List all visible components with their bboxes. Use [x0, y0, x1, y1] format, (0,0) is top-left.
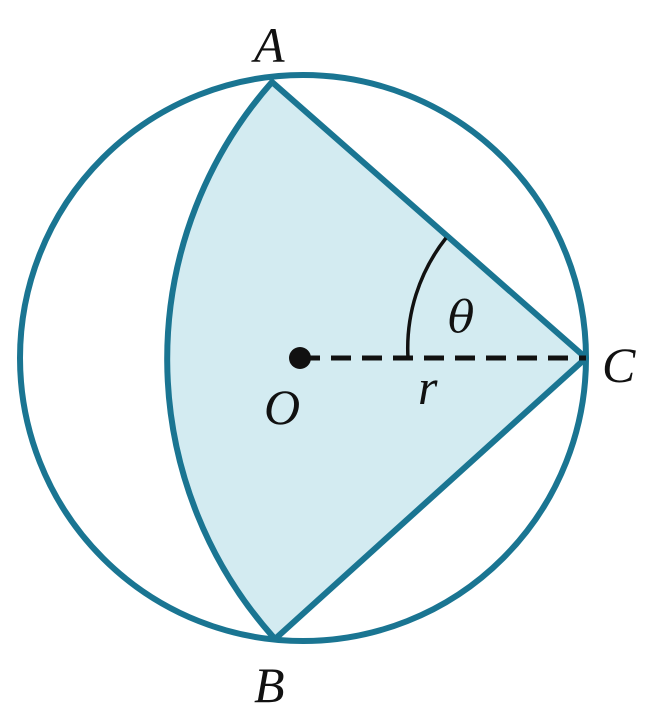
center-point-o — [289, 347, 311, 369]
label-b: B — [254, 657, 285, 713]
label-a: A — [251, 17, 285, 73]
angle-theta-arc — [405, 236, 448, 359]
label-r: r — [418, 359, 438, 415]
label-o: O — [264, 379, 300, 435]
label-theta: θ — [448, 292, 475, 343]
label-c: C — [602, 337, 636, 393]
